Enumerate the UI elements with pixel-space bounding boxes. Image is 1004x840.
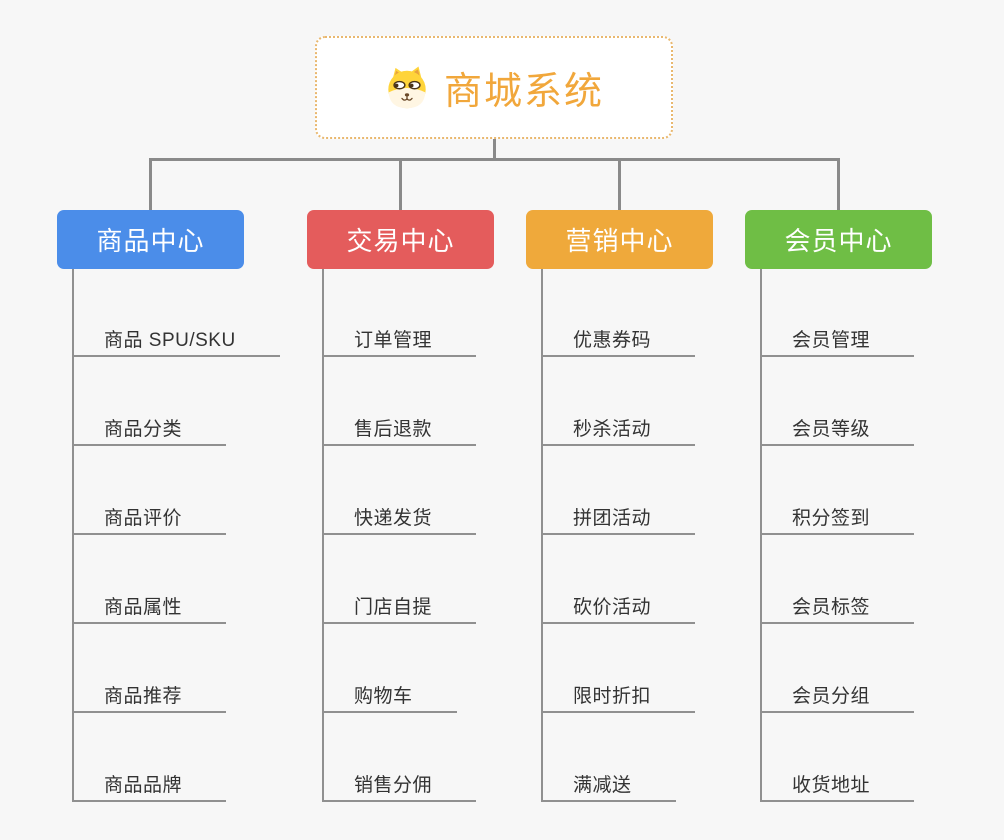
child-node[interactable]: 优惠券码 <box>541 318 696 357</box>
child-node-label: 销售分佣 <box>354 775 433 796</box>
branch-node[interactable]: 交易中心 <box>307 210 494 269</box>
child-node-label: 会员等级 <box>792 419 871 440</box>
child-node[interactable]: 秒杀活动 <box>541 407 696 446</box>
connector-branch-drop <box>149 161 152 213</box>
child-node[interactable]: 购物车 <box>322 674 457 713</box>
child-node-label: 商品推荐 <box>104 686 183 707</box>
child-node-label: 购物车 <box>354 686 413 707</box>
child-node-label: 砍价活动 <box>573 597 652 618</box>
child-node[interactable]: 商品 SPU/SKU <box>72 318 280 357</box>
child-node[interactable]: 商品评价 <box>72 496 227 535</box>
child-node-label: 拼团活动 <box>573 508 652 529</box>
child-node[interactable]: 收货地址 <box>760 763 915 802</box>
child-node[interactable]: 积分签到 <box>760 496 915 535</box>
connector-child-trunk <box>541 269 543 802</box>
branch-node[interactable]: 会员中心 <box>745 210 932 269</box>
child-node[interactable]: 会员管理 <box>760 318 915 357</box>
child-node-label: 门店自提 <box>354 597 433 618</box>
connector-child-trunk <box>322 269 324 802</box>
connector-branch-drop <box>399 161 402 213</box>
root-node-label: 商城系统 <box>443 71 604 113</box>
child-node-label: 商品评价 <box>104 508 183 529</box>
child-node-label: 商品品牌 <box>104 775 183 796</box>
connector-branch-drop <box>618 161 621 213</box>
dog-face-icon <box>388 65 426 108</box>
child-node-label: 会员管理 <box>792 330 871 351</box>
child-node[interactable]: 商品品牌 <box>72 763 227 802</box>
child-node-label: 秒杀活动 <box>573 419 652 440</box>
child-node[interactable]: 商品分类 <box>72 407 227 446</box>
child-node[interactable]: 砍价活动 <box>541 585 696 624</box>
root-node[interactable]: 商城系统 <box>315 36 673 139</box>
connector-child-trunk <box>72 269 74 802</box>
connector-horizontal-bus <box>149 158 840 161</box>
child-node-label: 满减送 <box>573 775 632 796</box>
child-node[interactable]: 拼团活动 <box>541 496 696 535</box>
child-node[interactable]: 会员分组 <box>760 674 915 713</box>
child-node[interactable]: 会员等级 <box>760 407 915 446</box>
branch-node[interactable]: 营销中心 <box>526 210 713 269</box>
child-node-label: 订单管理 <box>354 330 433 351</box>
child-node-label: 快递发货 <box>354 508 433 529</box>
connector-branch-drop <box>837 161 840 213</box>
child-node[interactable]: 商品属性 <box>72 585 227 624</box>
child-node-label: 会员分组 <box>792 686 871 707</box>
child-node[interactable]: 限时折扣 <box>541 674 696 713</box>
child-node-label: 收货地址 <box>792 775 871 796</box>
child-node-label: 限时折扣 <box>573 686 652 707</box>
child-node[interactable]: 门店自提 <box>322 585 477 624</box>
child-node-label: 会员标签 <box>792 597 871 618</box>
child-node[interactable]: 满减送 <box>541 763 676 802</box>
child-node-label: 优惠券码 <box>573 330 652 351</box>
child-node-label: 售后退款 <box>354 419 433 440</box>
child-node-label: 商品 SPU/SKU <box>104 330 236 351</box>
child-node-label: 商品属性 <box>104 597 183 618</box>
child-node[interactable]: 快递发货 <box>322 496 477 535</box>
child-node-label: 积分签到 <box>792 508 871 529</box>
child-node[interactable]: 商品推荐 <box>72 674 227 713</box>
connector-root-trunk <box>493 139 496 159</box>
child-node[interactable]: 订单管理 <box>322 318 477 357</box>
child-node[interactable]: 会员标签 <box>760 585 915 624</box>
child-node[interactable]: 售后退款 <box>322 407 477 446</box>
branch-node[interactable]: 商品中心 <box>57 210 244 269</box>
child-node-label: 商品分类 <box>104 419 183 440</box>
connector-child-trunk <box>760 269 762 802</box>
child-node[interactable]: 销售分佣 <box>322 763 477 802</box>
